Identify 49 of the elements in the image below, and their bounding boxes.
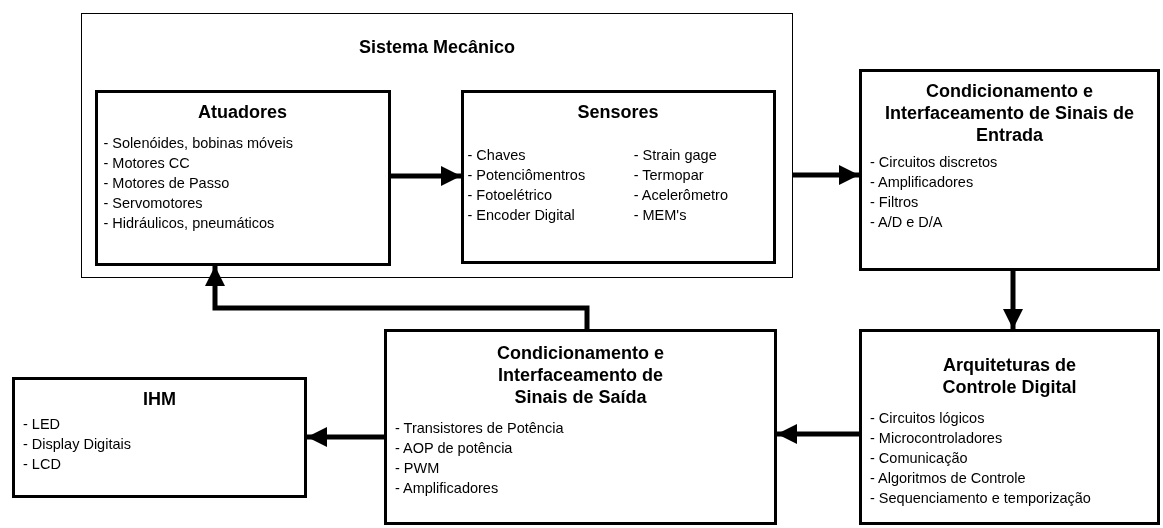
box-heading: Atuadores xyxy=(197,100,288,123)
arrow xyxy=(391,166,461,186)
output-conditioning-box xyxy=(384,329,777,525)
list-item: - Motores de Passo xyxy=(103,173,231,193)
sensors-box xyxy=(460,89,776,264)
actuators-box xyxy=(94,89,391,266)
list-item: - Acelerômetro xyxy=(633,185,729,205)
list-item: - Display Digitais xyxy=(23,435,132,454)
list-item: - Fotoelétrico xyxy=(467,185,554,205)
box-heading: Sensores xyxy=(576,100,660,123)
list-item: - Motores CC xyxy=(103,153,191,173)
list-item: - Microcontroladores xyxy=(870,429,1004,448)
hmi-box xyxy=(12,377,307,498)
arrow xyxy=(777,424,859,444)
arrow xyxy=(1003,271,1023,329)
list-item: - Filtros xyxy=(870,193,920,212)
list-item: - Hidráulicos, pneumáticos xyxy=(103,213,276,233)
list-item: - Amplificadores xyxy=(395,479,500,498)
list-item: - Circuitos discretos xyxy=(870,153,999,172)
input-conditioning-box xyxy=(859,69,1160,271)
arrow xyxy=(307,427,384,447)
list-item: - A/D e D/A xyxy=(870,213,944,232)
box-heading: Arquiteturas de Controle Digital xyxy=(941,354,1078,398)
list-item: - Servomotores xyxy=(103,193,204,213)
list-item: - Circuitos lógicos xyxy=(870,409,986,428)
box-heading: Condicionamento e Interfaceamento de Sinais de Entrada xyxy=(883,80,1136,146)
list-item: - Termopar xyxy=(633,165,705,185)
list-item: - Algoritmos de Controle xyxy=(870,469,1027,488)
list-item: - Amplificadores xyxy=(870,173,975,192)
list-item: - MEM's xyxy=(633,205,688,225)
list-item: - PWM xyxy=(395,459,441,478)
box-heading: Condicionamento e Interfaceamento de Sinais de Saída xyxy=(496,342,665,408)
list-item: - Solenóides, bobinas móveis xyxy=(103,133,294,153)
box-heading: IHM xyxy=(142,388,177,410)
list-item: - LED xyxy=(23,415,62,434)
system-frame xyxy=(81,13,793,278)
list-item: - Strain gage xyxy=(633,145,718,165)
list-item: - Transistores de Potência xyxy=(395,419,565,438)
arrow xyxy=(205,266,590,329)
list-item: - Encoder Digital xyxy=(467,205,576,225)
arrow xyxy=(793,165,859,185)
list-item: - Potenciômentros xyxy=(467,165,587,185)
control-box xyxy=(859,329,1160,525)
list-item: - Comunicação xyxy=(870,449,969,468)
list-item: - Sequenciamento e temporização xyxy=(870,489,1092,508)
box-heading: Sistema Mecânico xyxy=(357,36,517,58)
list-item: - AOP de potência xyxy=(395,439,514,458)
list-item: - LCD xyxy=(23,455,62,474)
list-item: - Chaves xyxy=(467,145,527,165)
